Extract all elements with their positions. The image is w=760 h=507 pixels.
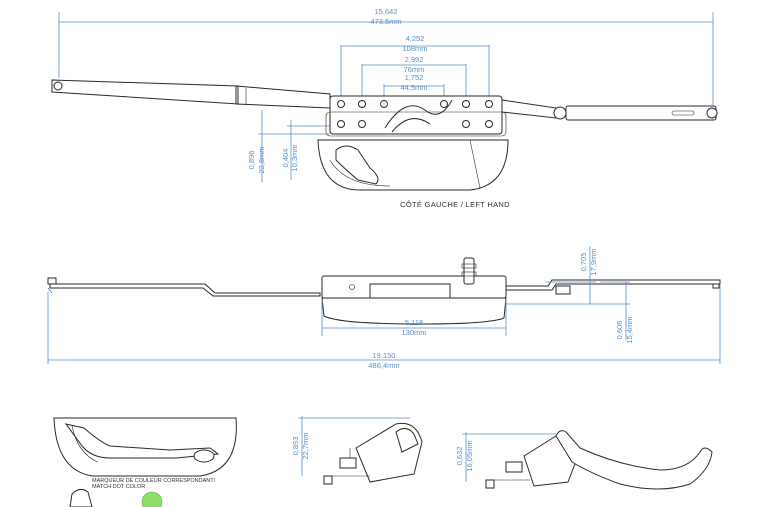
match-color-dot bbox=[141, 491, 163, 507]
left-arm bbox=[51, 79, 331, 109]
dim-height-a-mm: 22,8mm bbox=[257, 146, 266, 173]
dim-overall-side-in: 19,150 bbox=[373, 351, 396, 360]
dim-rise-in: 0,705 bbox=[579, 253, 588, 272]
dim-height-a: 0,896 22,8mm bbox=[247, 110, 330, 182]
left-hand-caption: CÔTÉ GAUCHE / LEFT HAND bbox=[400, 200, 510, 209]
side-operator bbox=[321, 257, 507, 325]
dim-overall-top-in: 15,642 bbox=[375, 7, 398, 16]
dim-overall-top-mm: 473,5mm bbox=[370, 17, 401, 26]
dim-outer-holes-mm: 108mm bbox=[402, 44, 427, 53]
operator-body-top bbox=[325, 95, 507, 137]
dim-cover-height-in: 0,893 bbox=[291, 437, 300, 456]
dim-rise-mm: 17,9mm bbox=[589, 248, 598, 275]
right-arm bbox=[501, 99, 718, 121]
dim-outer-holes: 4,252 108mm bbox=[340, 34, 490, 98]
dim-base-in: 5,118 bbox=[405, 318, 423, 327]
dim-height-b-in: 0,404 bbox=[281, 149, 290, 168]
dim-handle-height-mm: 16,05mm bbox=[465, 440, 474, 471]
top-view: 15,642 473,5mm 4,252 108mm 2,992 76mm 1,… bbox=[51, 7, 718, 209]
dim-mid-holes: 2,992 76mm bbox=[361, 55, 467, 98]
dim-height-a-in: 0,896 bbox=[247, 151, 256, 170]
dim-cover-height-mm: 22,7mm bbox=[301, 432, 310, 459]
side-view: 0,705 17,9mm 0,606 15,4mm 5,118 130mm 19… bbox=[47, 246, 721, 370]
dim-height-b-mm: 10,3mm bbox=[290, 144, 299, 171]
dim-cover-height: 0,893 22,7mm bbox=[291, 416, 410, 476]
dim-depth-mm: 15,4mm bbox=[625, 316, 634, 343]
dim-handle-height-in: 0,632 bbox=[455, 447, 464, 466]
dim-mid-holes-in: 2,992 bbox=[405, 55, 424, 64]
dim-mid-holes-mm: 76mm bbox=[404, 65, 425, 74]
detail-handle-iso: 0,632 16,05mm bbox=[455, 430, 713, 490]
dim-depth-in: 0,606 bbox=[615, 321, 624, 340]
dim-overall-top: 15,642 473,5mm bbox=[58, 7, 714, 105]
dim-base-mm: 130mm bbox=[401, 328, 426, 337]
detail-cover-front: MARQUEUR DE COULEUR CORRESPONDANT/ MATCH… bbox=[53, 417, 237, 507]
dim-base: 5,118 130mm bbox=[321, 300, 507, 337]
dim-overall-side-mm: 486,4mm bbox=[368, 361, 399, 370]
dim-overall-side: 19,150 486,4mm bbox=[47, 284, 721, 370]
match-dot-note-line1: MARQUEUR DE COULEUR CORRESPONDANT/ bbox=[92, 478, 216, 484]
dim-rise: 0,705 17,9mm bbox=[506, 246, 630, 305]
match-dot-note-line2: MATCH DOT COLOR bbox=[92, 484, 145, 490]
dim-inner-holes-in: 1,752 bbox=[405, 73, 424, 82]
dim-height-b: 0,404 10,3mm bbox=[281, 120, 330, 180]
detail-cover-iso: 0,893 22,7mm bbox=[291, 416, 423, 485]
cover-top-view bbox=[317, 139, 509, 191]
dim-outer-holes-in: 4,252 bbox=[406, 34, 425, 43]
dim-inner-holes: 1,752 44,5mm bbox=[383, 73, 445, 98]
dim-depth: 0,606 15,4mm bbox=[600, 281, 634, 344]
dim-handle-height: 0,632 16,05mm bbox=[455, 432, 556, 482]
dim-inner-holes-mm: 44,5mm bbox=[400, 83, 427, 92]
